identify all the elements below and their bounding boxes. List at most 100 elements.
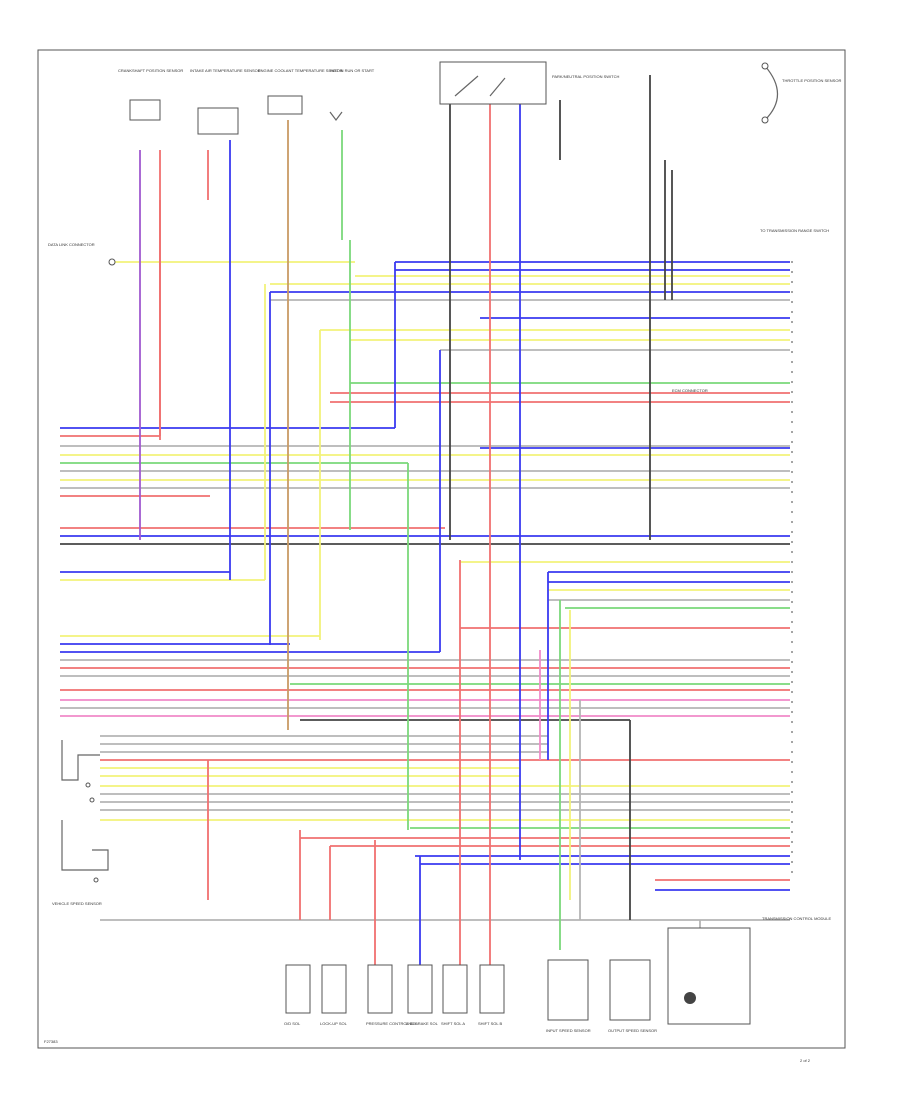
ecm-pin-44	[791, 701, 793, 703]
ecm-connector-label: ECM CONNECTOR	[672, 388, 708, 393]
ecm-pin-4	[791, 301, 793, 303]
transmission-range-switch-label: TO TRANSMISSION RANGE SWITCH	[760, 228, 829, 233]
ecm-pin-57	[791, 831, 793, 833]
ecm-pin-34	[791, 601, 793, 603]
ecm-pin-17	[791, 431, 793, 433]
bottom-component-body-2	[367, 964, 393, 1014]
ecm-pin-28	[791, 541, 793, 543]
ecm-pin-10	[791, 361, 793, 363]
bottom-component-body-5	[479, 964, 505, 1014]
ecm-pin-41	[791, 671, 793, 673]
bottom-component-label-1: LOCK-UP SOL	[320, 1021, 348, 1026]
coolant-temp-sensor-label: ENGINE COOLANT TEMPERATURE SENSOR	[258, 68, 343, 73]
ecm-pin-1	[791, 271, 793, 273]
horizontal-wire-bundle	[60, 261, 790, 921]
ecm-pin-22	[791, 481, 793, 483]
ecm-pin-35	[791, 611, 793, 613]
bottom-component-label-3: 2ND BRAKE SOL	[406, 1021, 439, 1026]
footer-code: F27383	[44, 1039, 58, 1044]
ecm-pin-33	[791, 591, 793, 593]
ecm-pin-54	[791, 801, 793, 803]
ecm-pin-46	[791, 721, 793, 723]
ecm-pin-61	[791, 871, 793, 873]
ecm-pin-0	[791, 261, 793, 263]
bottom-component-label-6: INPUT SPEED SENSOR	[546, 1028, 591, 1033]
data-link-connector: DATA LINK CONNECTOR	[48, 242, 116, 266]
ecm-pin-19	[791, 451, 793, 453]
bottom-component-6: INPUT SPEED SENSOR	[546, 959, 591, 1033]
ecm-pin-25	[791, 511, 793, 513]
ecm-pin-26	[791, 521, 793, 523]
ecm-pin-50	[791, 761, 793, 763]
ecm-pin-51	[791, 771, 793, 773]
intake-air-temp-sensor: INTAKE AIR TEMPERATURE SENSOR	[190, 68, 261, 135]
ecm-pin-29	[791, 551, 793, 553]
ecm-pin-7	[791, 331, 793, 333]
ecm-pin-6	[791, 321, 793, 323]
ecm-pin-23	[791, 491, 793, 493]
ecm-pin-20	[791, 461, 793, 463]
coolant-temp-sensor: ENGINE COOLANT TEMPERATURE SENSOR	[258, 68, 343, 115]
bottom-component-body-1	[321, 964, 347, 1014]
ecm-pin-11	[791, 371, 793, 373]
bottom-component-label-0: O/D SOL	[284, 1021, 301, 1026]
ecm-pin-40	[791, 661, 793, 663]
ecm-pin-24	[791, 501, 793, 503]
ecm-pin-30	[791, 561, 793, 563]
bottom-component-7: OUTPUT SPEED SENSOR	[608, 959, 657, 1033]
ecm-pin-3	[791, 291, 793, 293]
bottom-component-3: 2ND BRAKE SOL	[406, 964, 439, 1026]
intake-air-temp-sensor-label: INTAKE AIR TEMPERATURE SENSOR	[190, 68, 261, 73]
ecm-pin-47	[791, 731, 793, 733]
transmission-control-module: TRANSMISSION CONTROL MODULE	[667, 916, 832, 1025]
ecm-pin-9	[791, 351, 793, 353]
ecm-pin-27	[791, 531, 793, 533]
ecm-pin-45	[791, 711, 793, 713]
ecm-pin-43	[791, 691, 793, 693]
crankshaft-position-sensor: CRANKSHAFT POSITION SENSOR	[118, 68, 183, 121]
ecm-pin-14	[791, 401, 793, 403]
ecm-pin-39	[791, 651, 793, 653]
bottom-component-label-4: SHIFT SOL A	[441, 1021, 465, 1026]
ecm-pin-13	[791, 391, 793, 393]
ecm-pin-52	[791, 781, 793, 783]
vertical-wire-bundle	[139, 75, 701, 1000]
ecm-pin-32	[791, 581, 793, 583]
ecm-pin-21	[791, 471, 793, 473]
bottom-component-label-2: PRESSURE CONTROL SOL	[366, 1021, 418, 1026]
ecm-pin-8	[791, 341, 793, 343]
bottom-component-4: SHIFT SOL A	[441, 964, 468, 1026]
ecm-pin-58	[791, 841, 793, 843]
ecm-pin-column	[791, 261, 793, 873]
park-neutral-switch-label: PARK/NEUTRAL POSITION SWITCH	[552, 74, 619, 79]
ecm-pin-5	[791, 311, 793, 313]
hot-in-run-label: HOT IN RUN OR START	[330, 68, 375, 73]
ecm-pin-42	[791, 681, 793, 683]
ecm-pin-31	[791, 571, 793, 573]
bottom-component-body-0	[285, 964, 311, 1014]
ecm-pin-38	[791, 641, 793, 643]
bottom-component-label-7: OUTPUT SPEED SENSOR	[608, 1028, 657, 1033]
bottom-component-label-5: SHIFT SOL B	[478, 1021, 503, 1026]
ecm-pin-53	[791, 791, 793, 793]
bottom-component-1: LOCK-UP SOL	[320, 964, 348, 1026]
bottom-component-2: PRESSURE CONTROL SOL	[366, 964, 418, 1026]
park-neutral-switch: PARK/NEUTRAL POSITION SWITCH	[439, 61, 619, 105]
ecm-pin-36	[791, 621, 793, 623]
page-number: 2 of 2	[800, 1058, 811, 1063]
ecm-pin-55	[791, 811, 793, 813]
throttle-position-sensor: THROTTLE POSITION SENSOR	[761, 62, 841, 124]
ecm-pin-18	[791, 441, 793, 443]
ecm-pin-59	[791, 851, 793, 853]
bottom-component-body-7	[609, 959, 651, 1021]
ecm-pin-15	[791, 411, 793, 413]
ecm-pin-56	[791, 821, 793, 823]
bottom-component-body-4	[442, 964, 468, 1014]
ecm-pin-48	[791, 741, 793, 743]
ecm-pin-49	[791, 751, 793, 753]
crankshaft-position-sensor-label: CRANKSHAFT POSITION SENSOR	[118, 68, 183, 73]
bottom-component-5: SHIFT SOL B	[478, 964, 505, 1026]
transmission-control-module-label: TRANSMISSION CONTROL MODULE	[762, 916, 832, 921]
ecm-pin-2	[791, 281, 793, 283]
